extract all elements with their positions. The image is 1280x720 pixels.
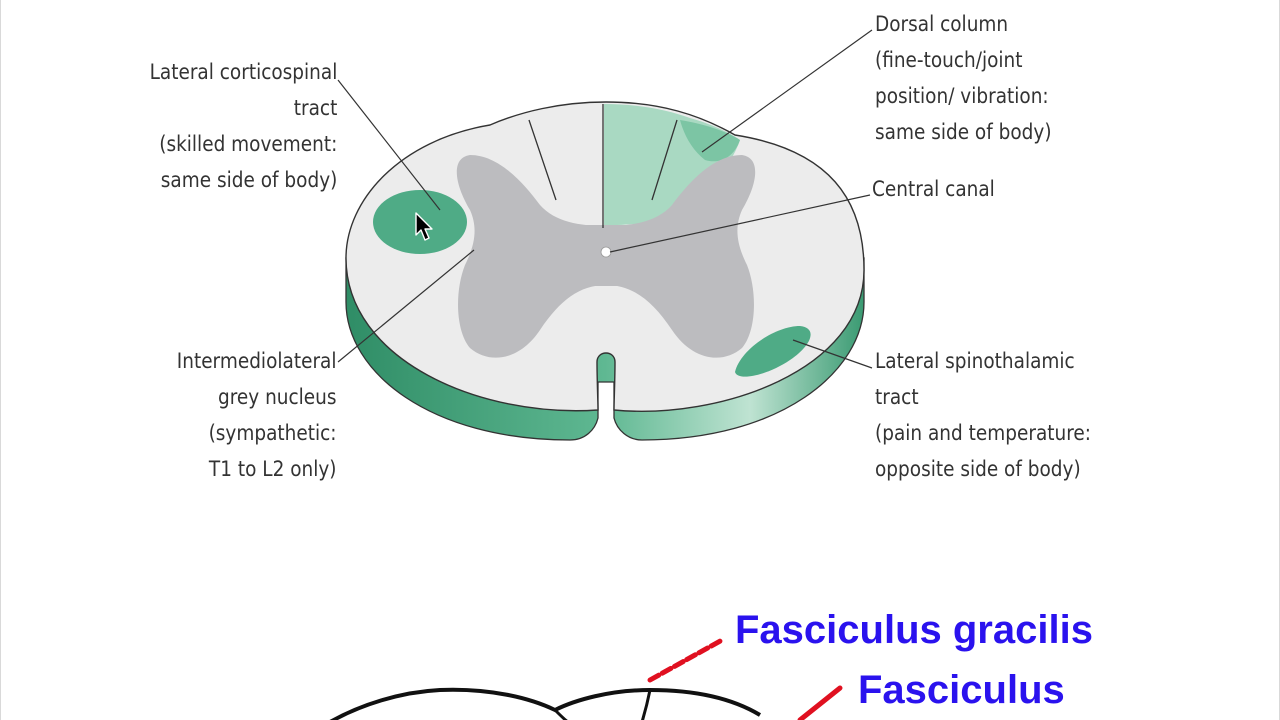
leader-central-canal [609,194,871,253]
dorsal-column-fasciculus [680,120,740,162]
lower-cord-outline [329,687,762,720]
dorsal-septum-left [528,119,557,201]
leader-intermediolateral [337,249,475,363]
label-intermediolateral: Intermediolateral grey nucleus (sympathe… [177,349,337,481]
label-central-canal: Central canal [872,177,995,201]
leader-lateral-spinothalamic [792,339,873,369]
label-fasciculus-gracilis: Fasciculus gracilis [735,608,1093,652]
red-pointer-gracilis [647,637,725,683]
mouse-pointer-icon [415,212,433,241]
central-canal [600,246,612,258]
lateral-spinothalamic-tract [735,326,811,377]
label-lateral-spinothalamic: Lateral spinothalamic tract (pain and te… [875,349,1092,481]
leader-lateral-corticospinal [337,79,441,211]
label-fasciculus-cuneatus: Fasciculus [858,668,1065,712]
dorsal-septum-right [651,119,678,201]
lower-cord-inner-line [553,689,652,720]
leader-dorsal-column [701,29,873,153]
page-left-edge [0,0,1,720]
label-dorsal-column: Dorsal column (fine-touch/joint position… [875,12,1052,144]
label-lateral-corticospinal: Lateral corticospinal tract (skilled mov… [149,60,337,192]
red-pointer-cuneatus [797,685,843,720]
